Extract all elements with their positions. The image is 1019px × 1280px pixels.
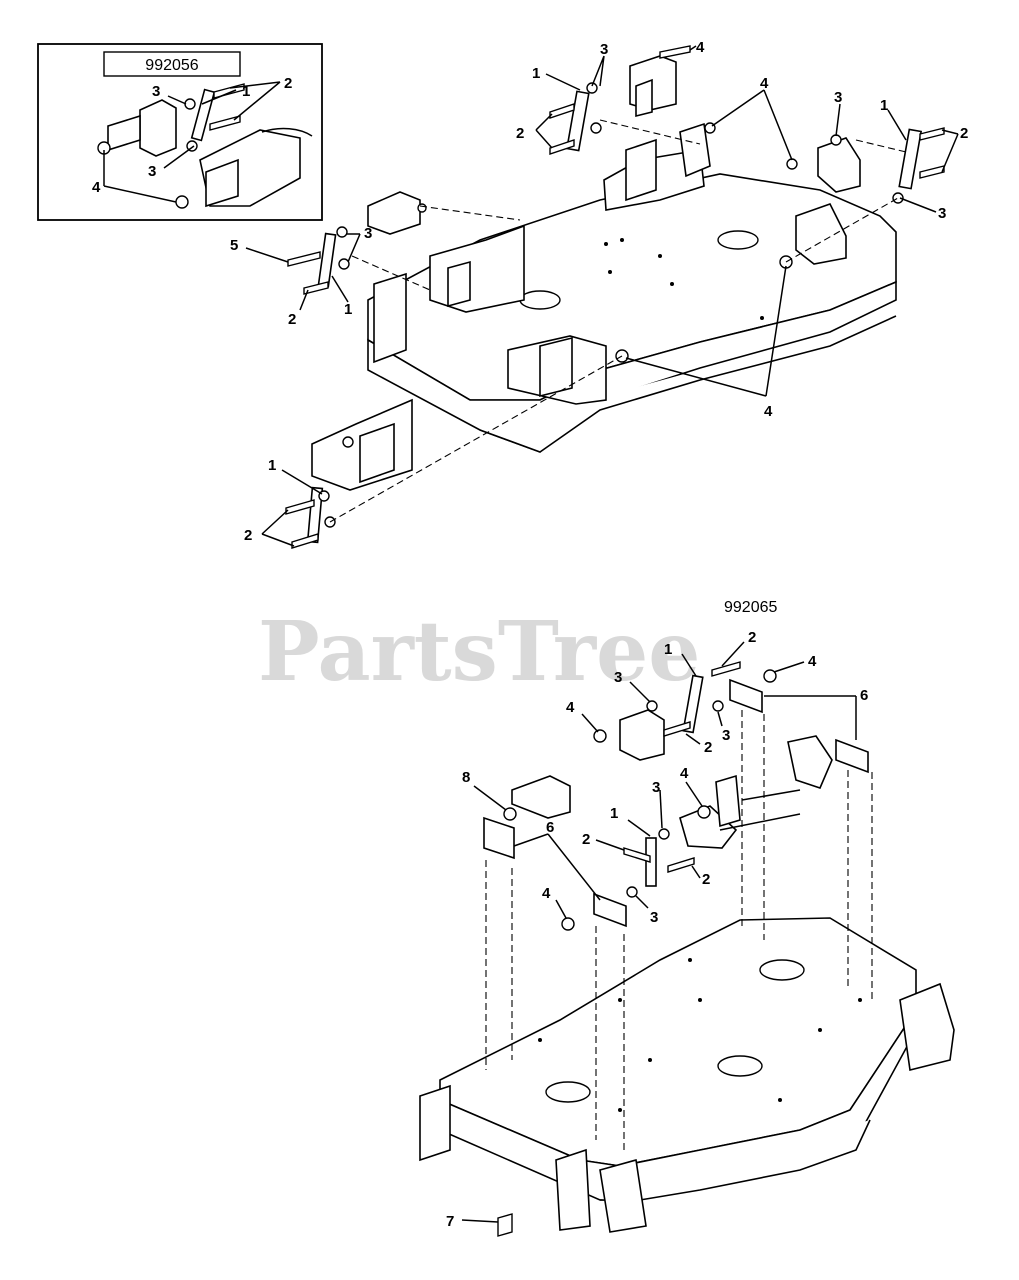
callout: 3 [614, 669, 622, 686]
callout: 2 [704, 739, 712, 756]
lower-adjust-link [682, 674, 704, 734]
inset-mount-edge [261, 127, 313, 137]
callout: 4 [764, 403, 773, 420]
upper-rear-mount-plate [625, 138, 657, 202]
upper-spindle-hole [519, 290, 561, 310]
callout: 2 [284, 75, 292, 92]
callout: 2 [288, 311, 296, 328]
callout: 6 [860, 687, 868, 704]
upper-left-hanger [367, 191, 421, 235]
upper-front-bracket [373, 272, 407, 364]
lower-hanger-post [715, 774, 741, 828]
lower-adjust-link [645, 837, 657, 887]
callout: 3 [152, 83, 160, 100]
inset-992056: 992056 3 1 2 3 4 [37, 43, 323, 221]
callout: 4 [808, 653, 817, 670]
upper-left-mount [429, 224, 525, 313]
callout: 3 [938, 205, 946, 222]
lower-deck-assembly: 992065 [419, 599, 955, 1237]
inset-bolt [213, 83, 245, 99]
lower-rear-hanger [787, 735, 833, 789]
callout: 3 [834, 89, 842, 106]
callout: 4 [760, 75, 769, 92]
callout: 4 [566, 699, 575, 716]
mount-plate [593, 892, 627, 928]
callout: 1 [242, 83, 250, 100]
lower-hanger-bracket [619, 709, 665, 761]
upper-right-hanger [817, 137, 861, 193]
upper-bolt-4 [659, 45, 691, 59]
lower-bumper-right [899, 982, 955, 1071]
callout: 1 [344, 301, 352, 318]
callout: 4 [542, 885, 551, 902]
callout: 4 [92, 179, 101, 196]
lower-bumper-center [555, 1148, 591, 1231]
inset-hanger-tab [107, 114, 141, 152]
upper-deck-lip [479, 315, 897, 453]
inset-hanger-bracket [139, 99, 177, 157]
inset-adjust-link [190, 88, 216, 142]
mount-plate [483, 816, 515, 860]
lower-nut-8 [503, 807, 517, 821]
callout: 1 [268, 457, 276, 474]
callout: 1 [532, 65, 540, 82]
callout: 3 [600, 41, 608, 58]
lower-spindle-hole [759, 959, 805, 981]
upper-right-link [898, 128, 923, 190]
callout: 6 [546, 819, 554, 836]
callout: 4 [696, 39, 705, 56]
lower-hanger-arm [511, 775, 571, 819]
callout: 3 [148, 163, 156, 180]
upper-spindle-hole [717, 230, 759, 250]
watermark: PartsTree [258, 604, 700, 700]
inset-nut [184, 98, 196, 110]
callout: 5 [230, 237, 238, 254]
callout: 2 [960, 125, 968, 142]
callout: 2 [582, 831, 590, 848]
callout: 3 [652, 779, 660, 796]
callout: 2 [702, 871, 710, 888]
upper-hanger-pin [635, 78, 653, 118]
callout: 8 [462, 769, 470, 786]
callout: 7 [446, 1213, 454, 1230]
callout: 1 [610, 805, 618, 822]
upper-adjust-link [565, 90, 590, 152]
lower-bumper-left [419, 1084, 451, 1162]
lower-bolt-7 [497, 1213, 513, 1237]
lower-bumper-center-right [599, 1158, 647, 1233]
mount-plate [729, 678, 763, 714]
callout: 2 [748, 629, 756, 646]
callout: 2 [516, 125, 524, 142]
lower-spindle-hole [717, 1055, 763, 1077]
inset-ref-number: 992056 [145, 57, 198, 74]
callout: 3 [364, 225, 372, 242]
inset-ref-box [103, 51, 241, 77]
upper-front-mount-plate [539, 336, 573, 398]
lower-ref-number: 992065 [724, 599, 777, 616]
inset-frame [37, 43, 323, 221]
callout: 1 [880, 97, 888, 114]
callout: 4 [680, 765, 689, 782]
inset-bolt [209, 115, 241, 131]
mount-plate [835, 738, 869, 774]
upper-left-mount-plate [447, 260, 471, 308]
upper-rear-mount-ear [679, 122, 711, 178]
lower-spindle-hole [545, 1081, 591, 1103]
callout: 1 [664, 641, 672, 658]
upper-front-hanger-plate [359, 422, 395, 484]
upper-deck-assembly: 1 2 3 4 4 3 1 2 3 5 3 2 1 4 1 2 [230, 39, 968, 549]
callout: 3 [650, 909, 658, 926]
inset-mount-plate [205, 158, 239, 208]
callout: 2 [244, 527, 252, 544]
callout: 3 [722, 727, 730, 744]
inset-flange-nut [175, 195, 189, 209]
